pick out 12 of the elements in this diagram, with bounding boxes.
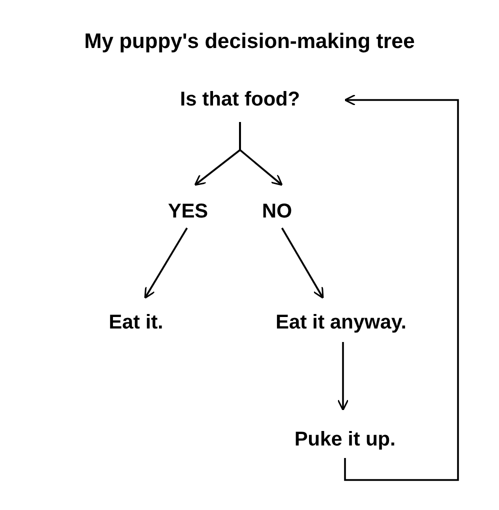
arrow: [337, 342, 349, 411]
decision-label: Eat it anyway.: [276, 312, 406, 334]
decision-label: YES: [168, 200, 208, 224]
decision-label: Puke it up.: [294, 428, 396, 452]
arrow: [239, 122, 283, 186]
arrow: [144, 228, 188, 299]
decision-label: Is that food?: [180, 88, 300, 112]
decision-label: Eat it.: [108, 312, 164, 334]
arrow: [344, 94, 459, 481]
arrow: [281, 228, 324, 299]
title: My puppy's decision-making tree: [83, 30, 416, 54]
decision-label: NO: [262, 200, 292, 224]
